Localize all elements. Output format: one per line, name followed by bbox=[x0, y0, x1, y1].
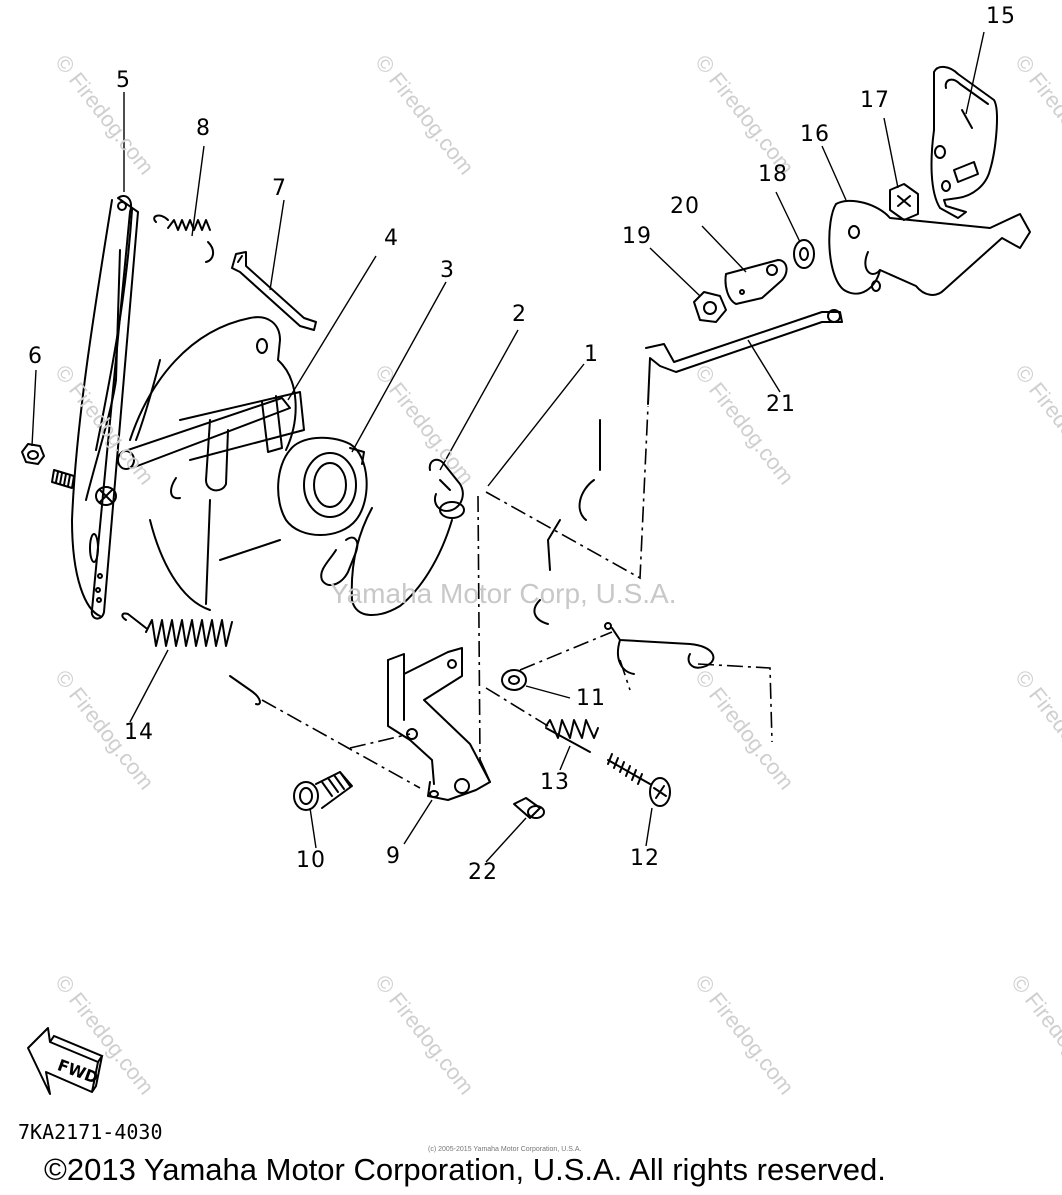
part-10-bolt bbox=[293, 771, 353, 811]
callout-20: 20 bbox=[670, 194, 700, 219]
callout-1: 1 bbox=[584, 342, 599, 367]
part-16-lever bbox=[828, 199, 1031, 296]
callout-9: 9 bbox=[386, 844, 401, 869]
callout-7: 7 bbox=[272, 176, 287, 201]
part-14-spring bbox=[121, 612, 261, 706]
part-17-nut bbox=[889, 183, 919, 221]
callout-2: 2 bbox=[512, 302, 527, 327]
part-6-nut bbox=[21, 443, 117, 506]
callout-8: 8 bbox=[196, 116, 211, 141]
assembly-lines bbox=[261, 405, 773, 789]
part-11-washer bbox=[501, 669, 527, 691]
part-20-joint bbox=[724, 259, 788, 305]
part-9-bracket bbox=[387, 647, 491, 801]
callout-4: 4 bbox=[384, 226, 399, 251]
callout-18: 18 bbox=[758, 162, 788, 187]
engine-side-outline bbox=[533, 419, 715, 675]
part-18-washer bbox=[793, 239, 815, 269]
callout-19: 19 bbox=[622, 224, 652, 249]
callout-5: 5 bbox=[116, 68, 131, 93]
diagram-code: 7KA2171-4030 bbox=[18, 1120, 163, 1144]
part-7-lever bbox=[231, 251, 317, 331]
copyright-notice: ©2013 Yamaha Motor Corporation, U.S.A. A… bbox=[44, 1152, 886, 1187]
callout-3: 3 bbox=[440, 258, 455, 283]
carburetor-body bbox=[129, 316, 305, 611]
callout-13: 13 bbox=[540, 770, 570, 795]
callout-6: 6 bbox=[28, 344, 43, 369]
callout-12: 12 bbox=[630, 846, 660, 871]
part-21-rod bbox=[645, 309, 843, 405]
watermark-center: Yamaha Motor Corp, U.S.A. bbox=[330, 578, 677, 609]
callout-16: 16 bbox=[800, 122, 830, 147]
callout-22: 22 bbox=[468, 860, 498, 885]
part-22-screw bbox=[513, 797, 545, 819]
part-19-nut bbox=[693, 291, 727, 323]
part-4-rod bbox=[117, 395, 291, 492]
part-12-screw bbox=[607, 753, 671, 807]
part-2-clip bbox=[428, 458, 465, 519]
callout-17: 17 bbox=[860, 88, 890, 113]
callout-11: 11 bbox=[576, 686, 606, 711]
leader-lines bbox=[31, 31, 985, 863]
callout-10: 10 bbox=[296, 848, 326, 873]
callout-14: 14 bbox=[124, 720, 154, 745]
part-8-spring bbox=[153, 214, 214, 263]
part-15-bracket bbox=[930, 66, 998, 219]
forward-arrow-icon: FWD bbox=[27, 1027, 104, 1095]
callout-15: 15 bbox=[986, 4, 1016, 29]
part-5-link-arm bbox=[71, 194, 139, 620]
part-13-spring bbox=[545, 719, 599, 753]
part-3-collar bbox=[277, 436, 453, 617]
callout-21: 21 bbox=[766, 392, 796, 417]
small-copyright: (c) 2005-2015 Yamaha Motor Corporation, … bbox=[428, 1146, 582, 1153]
